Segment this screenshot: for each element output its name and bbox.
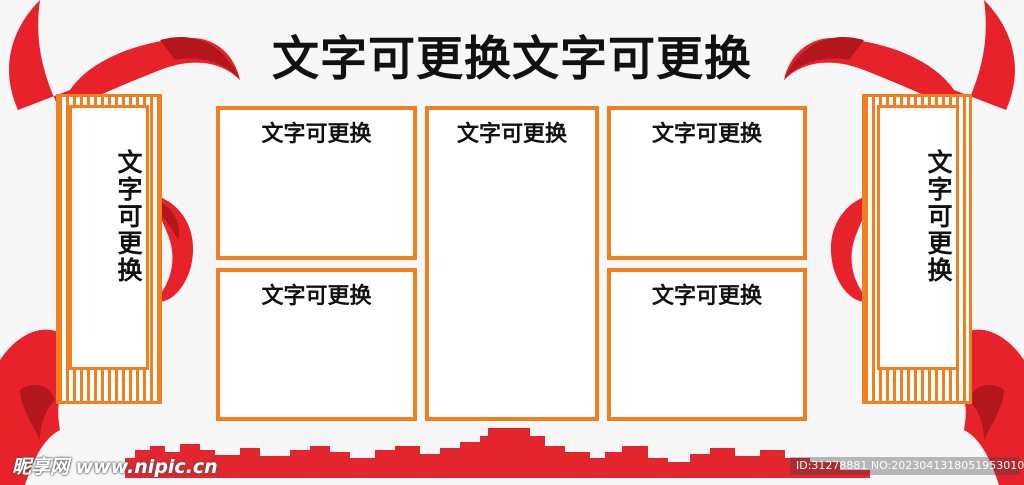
right-ribbon-top	[784, 0, 1015, 110]
left-banner-inner: 文字可更换	[69, 105, 149, 370]
left-banner-text: 文字可更换	[114, 148, 143, 284]
panel-middle-title: 文字可更换	[456, 122, 567, 147]
left-vertical-banner: 文字可更换	[56, 94, 162, 404]
panel-bottom-left-title: 文字可更换	[261, 284, 372, 309]
watermark-logo: 昵享网 www.nipic.cn	[12, 456, 218, 478]
right-vertical-banner: 文字可更换	[862, 94, 972, 404]
city-skyline	[125, 428, 870, 478]
panel-middle: 文字可更换	[425, 106, 599, 421]
left-ribbon-bottom-shade	[20, 384, 55, 440]
left-ribbon-top	[9, 0, 241, 110]
panel-bottom-right: 文字可更换	[607, 268, 807, 421]
watermark-id: ID:31278881 NO:20230413180519530100	[790, 457, 1024, 475]
panel-top-right-title: 文字可更换	[651, 122, 762, 147]
panel-top-left-title: 文字可更换	[261, 122, 372, 147]
panel-top-left: 文字可更换	[216, 106, 417, 260]
right-ribbon-middle	[830, 195, 874, 302]
right-banner-text: 文字可更换	[924, 148, 953, 284]
panel-bottom-left: 文字可更换	[216, 268, 417, 421]
panel-top-right: 文字可更换	[607, 106, 807, 260]
right-banner-inner: 文字可更换	[877, 105, 959, 370]
left-ribbon-top-shade	[160, 36, 240, 80]
right-ribbon-bottom-shade	[969, 384, 1004, 440]
left-ribbon-middle	[150, 195, 194, 302]
right-ribbon-top-shade	[784, 36, 864, 80]
main-title: 文字可更换文字可更换	[272, 32, 752, 87]
panel-bottom-right-title: 文字可更换	[651, 284, 762, 309]
